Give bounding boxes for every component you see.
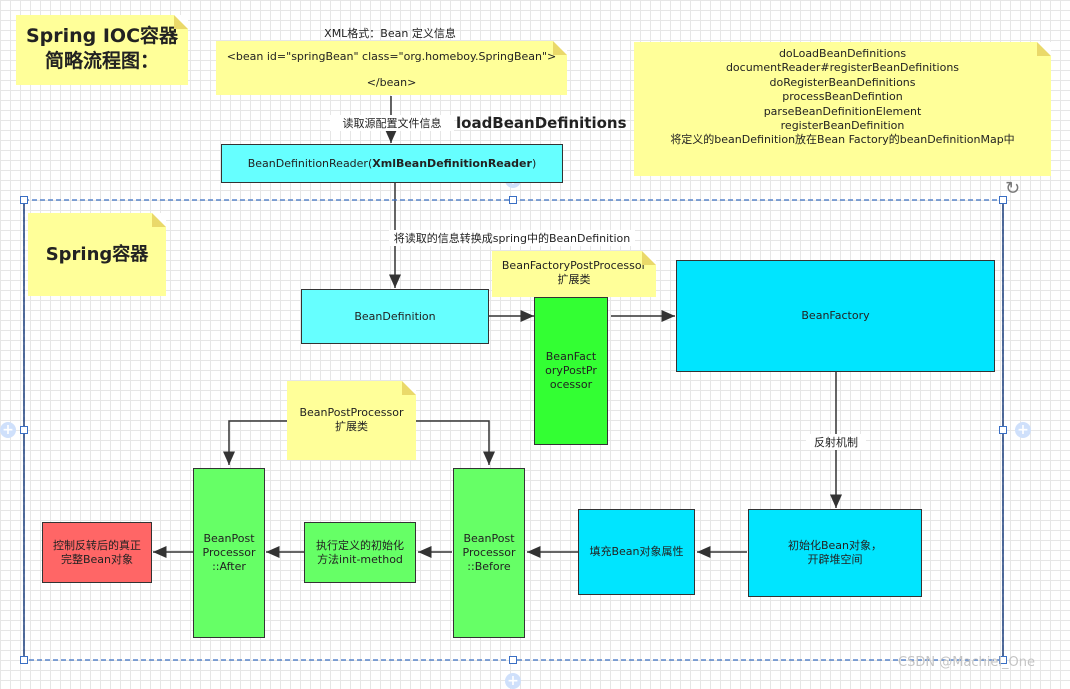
final-bean-text-1: 控制反转后的真正	[53, 538, 141, 552]
bean-factory-box[interactable]: BeanFactory	[676, 260, 995, 372]
init-bean-text-1: 初始化Bean对象，	[787, 539, 883, 552]
resize-handle-bm[interactable]	[509, 656, 517, 664]
resize-handle-ml[interactable]	[20, 426, 28, 434]
load-bean-definitions-label: loadBeanDefinitions	[456, 114, 627, 132]
read-source-label: 读取源配置文件信息	[330, 115, 454, 131]
bpp-note-line-1: BeanPostProcessor	[299, 406, 404, 419]
fill-properties-box[interactable]: 填充Bean对象属性	[578, 509, 695, 595]
bfpp-note-line-2: 扩展类	[557, 273, 591, 286]
add-connector-icon[interactable]: +	[0, 422, 16, 438]
bean-definition-box[interactable]: BeanDefinition	[301, 289, 489, 344]
final-bean-text-2: 完整Bean对象	[60, 552, 134, 566]
bpp-before-text-1: BeanPost	[463, 532, 515, 545]
bpp-before-text-3: ::Before	[467, 560, 511, 573]
resize-handle-bl[interactable]	[20, 656, 28, 664]
arrow-bpp-to-before	[415, 420, 495, 465]
bpp-note: BeanPostProcessor 扩展类	[287, 381, 416, 460]
init-bean-text-2: 开辟堆空间	[807, 553, 863, 566]
resize-handle-br[interactable]	[999, 656, 1007, 664]
bean-factory-post-processor-box[interactable]: BeanFact oryPostPr ocessor	[534, 297, 608, 445]
spring-container-note: Spring容器	[28, 213, 166, 296]
steps-note-line: 将定义的beanDefinition放在Bean Factory的beanDef…	[670, 133, 1015, 147]
init-bean-box[interactable]: 初始化Bean对象， 开辟堆空间	[748, 509, 922, 597]
resize-handle-tm[interactable]	[509, 196, 517, 204]
bpp-after-text-2: Processor	[202, 546, 256, 559]
rotate-icon[interactable]: ↻	[1005, 178, 1021, 199]
title-note: Spring IOC容器 简略流程图：	[16, 15, 188, 85]
bpp-after-box[interactable]: BeanPost Processor ::After	[193, 468, 265, 638]
steps-note-line: doLoadBeanDefinitions	[778, 47, 907, 60]
reader-prefix: BeanDefinitionReader(	[247, 156, 373, 170]
bean-definition-reader-box[interactable]: BeanDefinitionReader(XmlBeanDefinitionRe…	[221, 144, 563, 183]
bpp-after-text-1: BeanPost	[203, 532, 255, 545]
reflection-label: 反射机制	[806, 434, 866, 450]
bfpp-text-2: oryPostPr	[545, 364, 597, 377]
bpp-before-box[interactable]: BeanPost Processor ::Before	[453, 468, 525, 638]
bfpp-text-3: ocessor	[549, 378, 593, 391]
init-method-box[interactable]: 执行定义的初始化 方法init-method	[304, 522, 416, 583]
steps-note-line: registerBeanDefinition	[780, 119, 905, 133]
convert-label: 将读取的信息转换成spring中的BeanDefinition	[389, 230, 635, 246]
title-line-2: 简略流程图：	[44, 50, 159, 72]
init-method-text-2: 方法init-method	[317, 552, 403, 566]
steps-note-line: processBeanDefintion	[782, 90, 903, 104]
resize-handle-tl[interactable]	[20, 196, 28, 204]
add-connector-icon[interactable]: +	[505, 673, 521, 689]
arrow-bpp-to-after	[223, 420, 288, 465]
steps-note-line: documentReader#registerBeanDefinitions	[725, 61, 960, 75]
bpp-note-line-2: 扩展类	[335, 420, 368, 433]
watermark: CSDN @Machiel_One	[898, 655, 1035, 670]
init-method-text-1: 执行定义的初始化	[316, 538, 404, 552]
reader-suffix: )	[531, 156, 537, 170]
resize-handle-mr[interactable]	[999, 426, 1007, 434]
steps-note-line: doRegisterBeanDefinitions	[769, 75, 916, 89]
bfpp-text-1: BeanFact	[545, 350, 597, 363]
add-connector-icon[interactable]: +	[1015, 422, 1031, 438]
xml-note-header: XML格式：Bean 定义信息	[324, 27, 456, 40]
bfpp-note-line-1: BeanFactoryPostProcessor	[501, 259, 647, 272]
resize-handle-tr[interactable]	[999, 196, 1007, 204]
final-bean-box[interactable]: 控制反转后的真正 完整Bean对象	[42, 522, 152, 583]
bfpp-note: BeanFactoryPostProcessor 扩展类	[492, 251, 656, 297]
bpp-before-text-2: Processor	[462, 546, 516, 559]
xml-note: <bean id="springBean" class="org.homeboy…	[216, 41, 567, 95]
title-line-1: Spring IOC容器	[25, 25, 179, 47]
bpp-after-text-3: ::After	[212, 560, 246, 573]
steps-note-line: parseBeanDefinitionElement	[763, 104, 922, 118]
xml-note-line-1: <bean id="springBean" class="org.homeboy…	[226, 50, 557, 63]
xml-note-line-2: </bean>	[366, 76, 417, 89]
reader-bold: XmlBeanDefinitionReader	[372, 156, 532, 170]
